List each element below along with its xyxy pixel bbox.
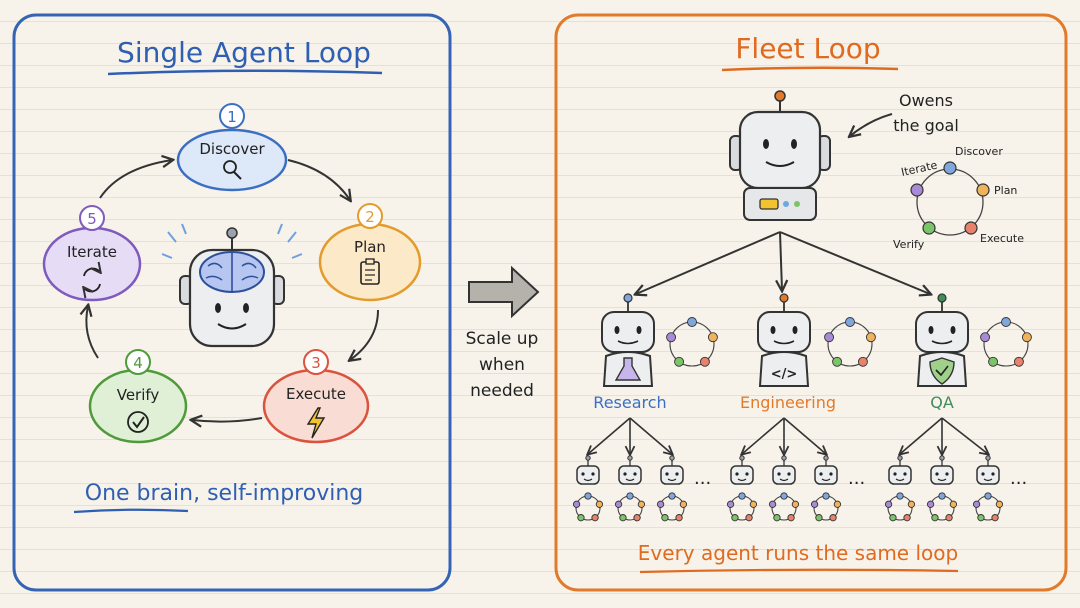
flask-icon bbox=[614, 357, 642, 381]
sub-agent-robot bbox=[576, 455, 600, 485]
sub-agent-robot bbox=[888, 455, 912, 485]
cycle-icon bbox=[84, 268, 100, 291]
sub-agent-loop bbox=[614, 492, 646, 522]
sub-agent-loop bbox=[726, 492, 758, 522]
arrow-leader-to-engineering bbox=[780, 231, 782, 290]
checkmark-icon bbox=[127, 411, 149, 433]
scale-up-line-3: needed bbox=[470, 381, 534, 401]
sub-agent-robot bbox=[730, 455, 754, 485]
team-robot-research bbox=[601, 293, 655, 387]
arrow-execute-to-verify bbox=[192, 418, 263, 422]
left-panel-title: Single Agent Loop bbox=[117, 36, 371, 69]
leader-robot bbox=[729, 90, 831, 221]
shield-icon bbox=[929, 357, 955, 385]
right-panel-caption: Every agent runs the same loop bbox=[638, 541, 958, 565]
loop-node-verify bbox=[922, 221, 936, 235]
loop-node-plan bbox=[976, 183, 990, 197]
scale-up-line-2: when bbox=[479, 355, 525, 375]
brain-robot bbox=[161, 223, 303, 348]
left-title-underline bbox=[107, 69, 383, 76]
loop-node-discover bbox=[943, 161, 957, 175]
loop-label-execute: Execute bbox=[980, 232, 1024, 245]
step-iterate: 5 Iterate bbox=[42, 205, 142, 302]
sub-agent-robot bbox=[772, 455, 796, 485]
sub-agent-robot bbox=[660, 455, 684, 485]
sub-agent-loop bbox=[768, 492, 800, 522]
arrow-verify-to-iterate bbox=[86, 306, 99, 359]
right-panel-frame bbox=[554, 13, 1068, 592]
sub-arrow-3-3 bbox=[941, 417, 988, 454]
magnifier-icon bbox=[223, 160, 242, 180]
arrow-iterate-to-discover bbox=[99, 160, 172, 199]
sub-agent-loop bbox=[656, 492, 688, 522]
scale-up-arrow bbox=[468, 265, 540, 319]
sub-agent-robot bbox=[814, 455, 838, 485]
step-execute: 3 Execute bbox=[262, 349, 370, 444]
step-label: Plan bbox=[354, 238, 386, 256]
sub-agent-robot bbox=[976, 455, 1000, 485]
loop-label-discover: Discover bbox=[955, 145, 1003, 158]
owner-note-arrow bbox=[850, 113, 893, 136]
step-number: 2 bbox=[365, 208, 375, 226]
ellipsis-2: ... bbox=[848, 468, 865, 489]
right-caption-underline bbox=[639, 568, 959, 574]
loop-node-execute bbox=[964, 221, 978, 235]
arrow-leader-to-qa bbox=[779, 231, 930, 294]
loop-label-plan: Plan bbox=[994, 184, 1017, 197]
ellipsis-1: ... bbox=[694, 468, 711, 489]
sub-agent-robot bbox=[618, 455, 642, 485]
sub-arrow-1-3 bbox=[629, 417, 672, 454]
team-loop-1 bbox=[666, 317, 718, 367]
ellipsis-3: ... bbox=[1010, 468, 1027, 489]
right-title-underline bbox=[721, 66, 899, 72]
sub-agent-loop bbox=[572, 492, 604, 522]
team-robot-engineering: </> bbox=[757, 293, 811, 387]
step-label: Verify bbox=[117, 386, 160, 404]
scale-up-line-1: Scale up bbox=[466, 329, 539, 349]
sub-arrow-1-1 bbox=[588, 417, 631, 454]
step-label: Discover bbox=[199, 140, 265, 158]
sub-agent-robot bbox=[930, 455, 954, 485]
team-loop-2 bbox=[824, 317, 876, 367]
sub-arrow-2-3 bbox=[783, 417, 826, 454]
clipboard-icon bbox=[360, 258, 380, 285]
sub-arrow-3-1 bbox=[900, 417, 943, 454]
left-panel-caption: One brain, self-improving bbox=[85, 481, 363, 506]
brain-icon bbox=[199, 251, 265, 293]
arrow-plan-to-execute bbox=[350, 309, 379, 360]
step-plan: 2 Plan bbox=[318, 203, 422, 302]
loop-node-iterate bbox=[910, 183, 924, 197]
left-panel-frame bbox=[12, 13, 452, 592]
sub-agent-loop bbox=[972, 492, 1004, 522]
team-label-engineering: Engineering bbox=[740, 393, 836, 412]
loop-label-iterate: Iterate bbox=[900, 159, 939, 179]
code-icon: </> bbox=[771, 367, 798, 382]
right-panel-title: Fleet Loop bbox=[735, 32, 880, 65]
arrow-discover-to-plan bbox=[287, 159, 350, 200]
owner-note-line-2: the goal bbox=[893, 116, 959, 135]
step-number: 4 bbox=[133, 354, 143, 372]
step-label: Iterate bbox=[67, 243, 117, 261]
step-number: 5 bbox=[87, 210, 97, 228]
sub-agent-loop bbox=[810, 492, 842, 522]
step-number: 3 bbox=[311, 354, 321, 372]
step-verify: 4 Verify bbox=[88, 349, 188, 444]
sub-agent-loop bbox=[884, 492, 916, 522]
step-number: 1 bbox=[227, 108, 237, 126]
team-label-research: Research bbox=[593, 393, 666, 412]
step-label: Execute bbox=[286, 385, 346, 403]
left-caption-underline bbox=[73, 508, 189, 514]
team-robot-qa bbox=[915, 293, 969, 387]
sub-arrow-2-1 bbox=[742, 417, 785, 454]
team-loop-3 bbox=[980, 317, 1032, 367]
team-label-qa: QA bbox=[930, 393, 954, 412]
arrow-leader-to-research bbox=[636, 231, 781, 294]
step-discover: 1 Discover bbox=[176, 103, 288, 192]
loop-label-verify: Verify bbox=[893, 238, 925, 251]
leader-mini-loop: Discover Plan Execute Verify Iterate bbox=[893, 145, 1024, 251]
lightning-icon bbox=[306, 407, 326, 439]
sub-agent-loop bbox=[926, 492, 958, 522]
owner-note-line-1: Owens bbox=[899, 91, 953, 110]
